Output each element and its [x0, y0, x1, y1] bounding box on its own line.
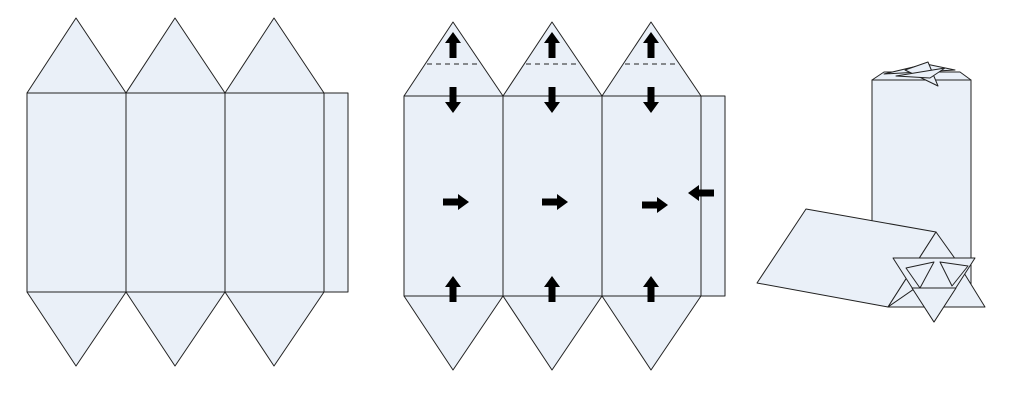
- arrow-middle-1: [443, 194, 469, 210]
- arrow-top-tip-2: [544, 32, 560, 58]
- arrow-glue-flap: [688, 185, 714, 201]
- net-bottom-triangle-1: [26, 291, 127, 367]
- lying-prism-end-flap-3: [939, 261, 969, 287]
- net-bottom-triangle-3: [224, 291, 325, 367]
- lying-prism: [756, 208, 986, 323]
- net-top-triangle-1: [26, 17, 127, 94]
- fold-bottom-triangle-2: [502, 295, 603, 371]
- net-glue-flap: [323, 92, 349, 293]
- lying-prism-end-flap-2: [905, 261, 935, 289]
- arrow-top-tip-1: [445, 32, 461, 58]
- flat-net-panel: [26, 17, 349, 367]
- arrow-top-tip-3: [643, 32, 659, 58]
- net-top-triangle-3: [224, 17, 325, 94]
- lying-prism-end-flap-1: [911, 287, 957, 323]
- standing-prism-top-flap-3: [895, 67, 946, 79]
- assembled-panel: [756, 61, 986, 323]
- arrow-top-fold-1: [445, 87, 461, 113]
- net-bottom-triangle-2: [125, 291, 226, 367]
- arrow-bottom-fold-2: [544, 276, 560, 302]
- folding-panel: [403, 21, 726, 371]
- net-side-face-3: [224, 92, 325, 293]
- net-top-triangle-2: [125, 17, 226, 94]
- arrow-bottom-fold-3: [643, 276, 659, 302]
- net-side-face-2: [125, 92, 226, 293]
- fold-side-face-3: [601, 95, 702, 297]
- arrow-middle-3: [642, 197, 668, 213]
- fold-bottom-triangle-3: [601, 295, 702, 371]
- fold-side-face-1: [403, 95, 504, 297]
- arrow-middle-2: [542, 194, 568, 210]
- net-side-face-1: [26, 92, 127, 293]
- fold-side-face-2: [502, 95, 603, 297]
- fold-bottom-triangle-1: [403, 295, 504, 371]
- arrow-top-fold-3: [643, 87, 659, 113]
- arrow-top-fold-2: [544, 87, 560, 113]
- fold-arrows: [443, 32, 714, 302]
- arrow-bottom-fold-1: [445, 276, 461, 302]
